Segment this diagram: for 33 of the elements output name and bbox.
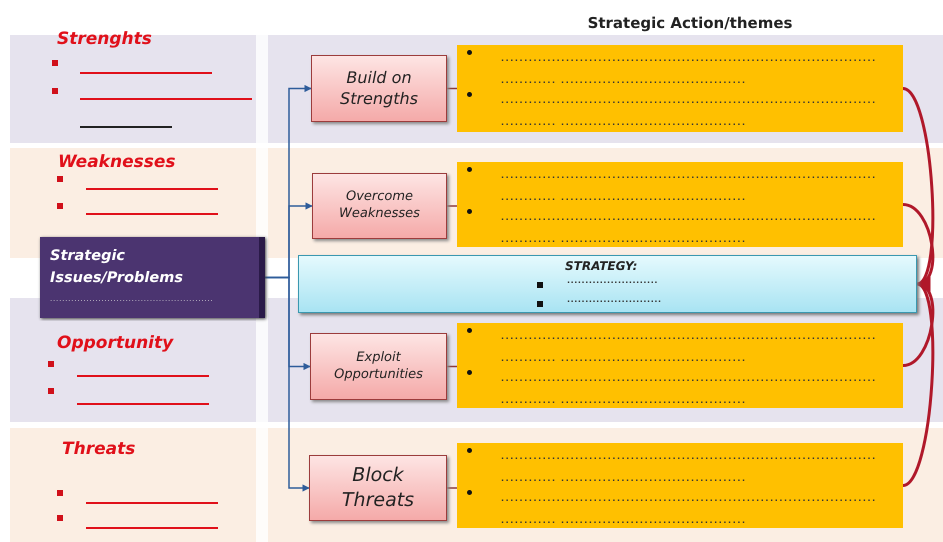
action-list-box [457,443,903,528]
section-heading: Threats [62,439,136,459]
connector-arrow [265,276,310,492]
box-label: Build on Strengths [339,68,419,110]
action-box [311,55,447,122]
issues-box [40,237,265,318]
placeholder-text: ............................................................................................. ........................................ [501,451,878,485]
connector-arrow [902,87,934,286]
section-heading: Opportunity [57,333,174,353]
strategy-box [298,255,917,313]
placeholder-text: ............................................................................................. ........................................ [501,212,878,246]
box-heading: STRATEGY: [565,259,638,273]
action-list-box [457,323,903,408]
box-heading: Strategic Issues/Problems [50,247,184,288]
action-list-box [457,162,903,247]
section-heading: Weaknesses [58,152,176,172]
placeholder-text: ............................................................................................. ........................................ [501,331,878,365]
box-label: Exploit Opportunities [333,350,424,384]
box-label: Overcome Weaknesses [338,189,421,223]
box-label: Block Threats [340,463,416,513]
placeholder-text: ............................................................................................. ........................................ [501,373,878,407]
action-box [309,455,447,521]
action-box [310,333,447,400]
action-list-box [457,45,903,132]
placeholder-text: ............................................................................................. ........................................ [501,493,878,527]
column-heading: Strategic Action/themes [586,14,794,32]
placeholder-text: ............................................................................................. ........................................ [501,170,878,204]
placeholder-text: ............................................................................................. ........................................ [501,53,878,87]
placeholder-text: ............................................................................................. ........................................ [501,95,878,129]
action-box [312,173,447,239]
placeholder-text: .......................... [567,295,662,304]
placeholder-text: ......................... [567,276,658,285]
section-heading: Strenghts [57,29,152,49]
